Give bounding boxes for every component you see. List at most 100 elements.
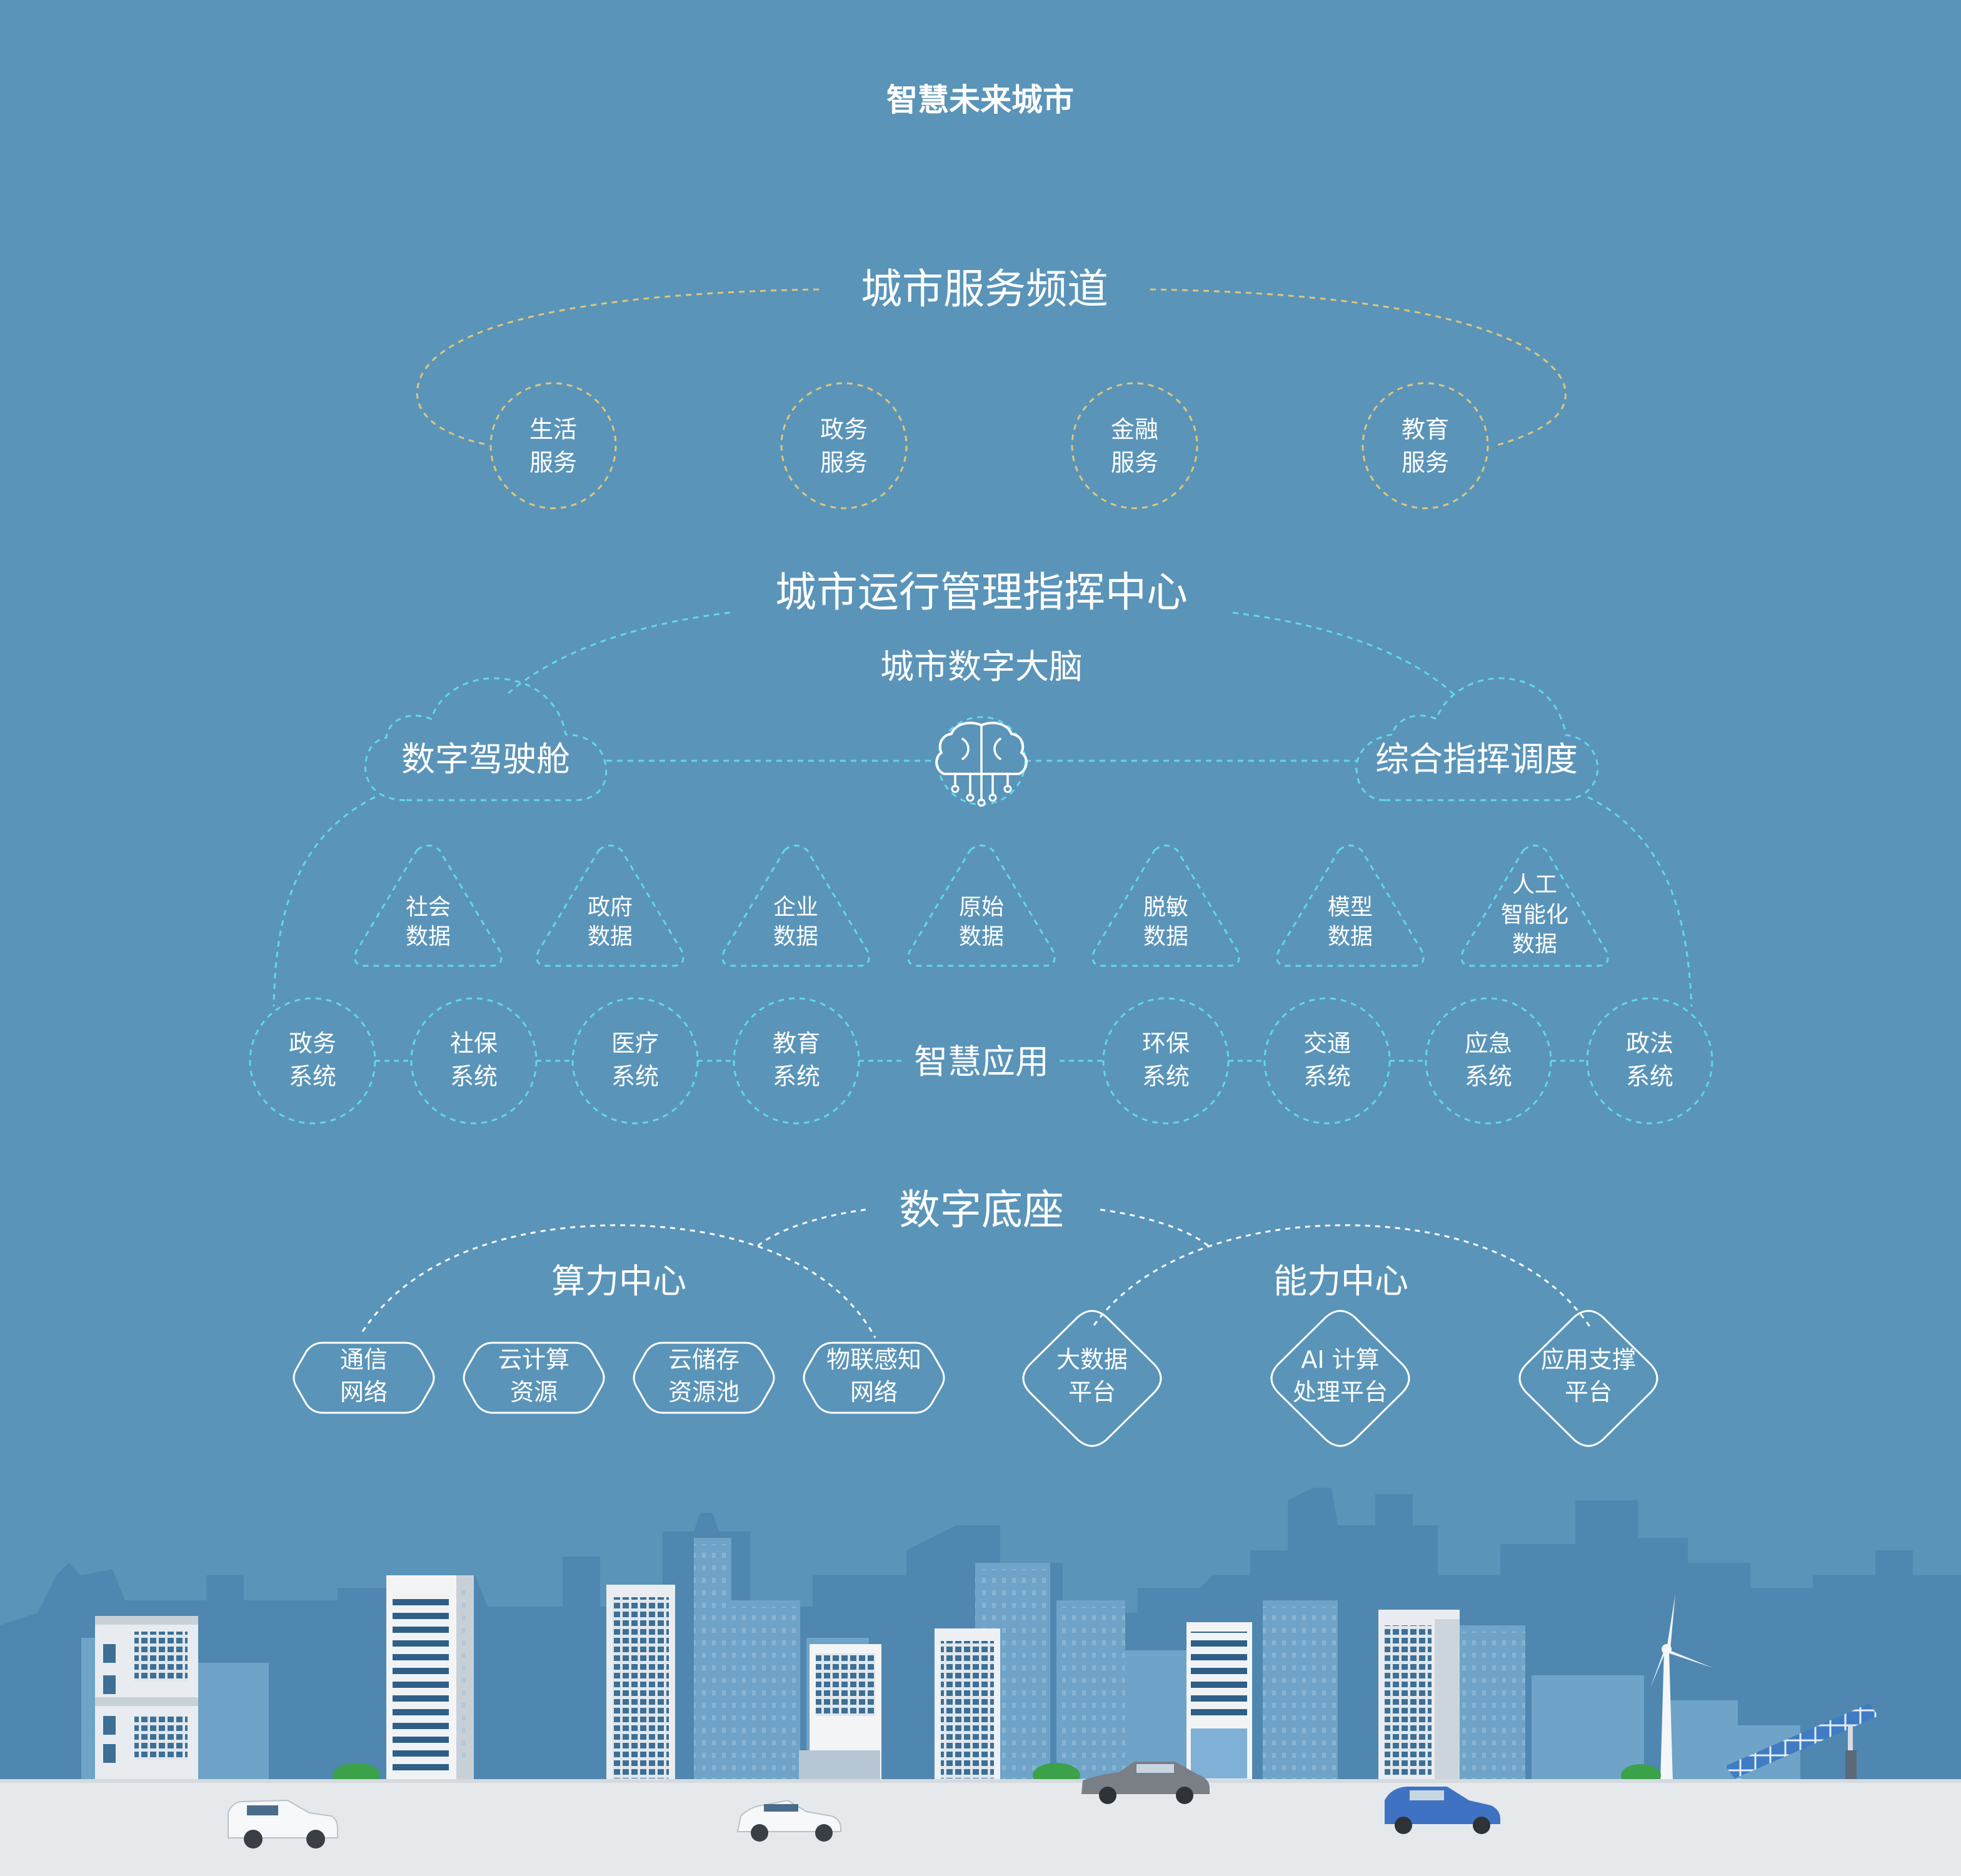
service-node: 生活 服务 xyxy=(489,382,617,509)
data-label: 企业 xyxy=(773,895,818,920)
data-label: 智能化 xyxy=(1501,902,1568,928)
data-label: 数据 xyxy=(1512,931,1557,957)
brain-title: 城市数字大脑 xyxy=(880,647,1083,686)
data-label: 数据 xyxy=(406,924,451,950)
data-label: 社会 xyxy=(406,895,451,920)
service-node-label: 政务 xyxy=(820,416,868,443)
data-triangle: 社会 数据 xyxy=(354,845,503,967)
dispatch-label: 综合指挥调度 xyxy=(1375,740,1578,779)
system-label: 系统 xyxy=(773,1063,820,1090)
service-node-label: 生活 xyxy=(529,416,577,443)
data-label: 数据 xyxy=(1143,924,1188,950)
base-arc xyxy=(1100,1208,1211,1248)
compute-label: 资源池 xyxy=(668,1378,740,1406)
data-triangle: 企业 数据 xyxy=(721,845,870,967)
data-label: 政府 xyxy=(588,895,633,920)
capability-label: 平台 xyxy=(1068,1378,1116,1406)
capability-center-title: 能力中心 xyxy=(1273,1262,1408,1301)
service-node: 金融 服务 xyxy=(1071,382,1198,509)
compute-label: 资源 xyxy=(510,1378,558,1406)
service-node-label: 服务 xyxy=(1402,449,1449,476)
car-icon xyxy=(228,1799,338,1848)
compute-node: 物联感知 网络 xyxy=(803,1342,945,1414)
compute-label: 云储存 xyxy=(668,1346,740,1373)
system-label: 政法 xyxy=(1626,1030,1673,1057)
data-label: 模型 xyxy=(1328,895,1373,920)
system-label: 社保 xyxy=(450,1030,498,1057)
compute-node: 通信 网络 xyxy=(293,1342,435,1414)
system-label: 系统 xyxy=(289,1063,336,1090)
car-icon xyxy=(736,1799,841,1842)
compute-label: 物联感知 xyxy=(826,1346,921,1373)
data-label: 数据 xyxy=(773,924,818,950)
compute-node: 云储存 资源池 xyxy=(633,1342,775,1414)
capability-label: 平台 xyxy=(1565,1378,1612,1406)
data-label: 数据 xyxy=(959,924,1004,950)
cockpit-label: 数字驾驶舱 xyxy=(401,740,570,779)
service-node: 教育 服务 xyxy=(1362,382,1489,509)
office-building xyxy=(799,1644,881,1782)
system-node: 应急 系统 xyxy=(1425,997,1552,1125)
data-triangle: 原始 数据 xyxy=(907,845,1056,967)
compute-label: 网络 xyxy=(340,1378,388,1406)
data-label: 原始 xyxy=(959,895,1004,920)
ground-curb xyxy=(0,1779,1961,1783)
command-arc xyxy=(1587,796,1693,1007)
system-label: 系统 xyxy=(1626,1063,1673,1090)
system-node: 教育 系统 xyxy=(733,997,860,1125)
office-building xyxy=(1378,1610,1460,1782)
data-label: 数据 xyxy=(1328,924,1373,950)
command-center-section: 城市运行管理指挥中心 城市数字大脑 数字驾驶舱 综合指挥调度 社会 数据 xyxy=(249,568,1713,1125)
system-label: 医疗 xyxy=(611,1030,659,1057)
system-node: 政务 系统 xyxy=(249,997,376,1125)
data-label: 脱敏 xyxy=(1143,895,1188,920)
command-arc xyxy=(1232,611,1455,695)
data-triangle: 人工 智能化 数据 xyxy=(1460,845,1609,967)
wind-turbine-icon xyxy=(1650,1594,1713,1782)
system-label: 系统 xyxy=(450,1063,498,1090)
system-node: 交通 系统 xyxy=(1263,997,1391,1125)
system-label: 政务 xyxy=(289,1030,336,1057)
office-building xyxy=(95,1616,198,1782)
capability-node: AI 计算 处理平台 xyxy=(1270,1310,1410,1447)
capability-label: 处理平台 xyxy=(1293,1378,1388,1406)
base-arc xyxy=(1093,1224,1592,1329)
system-node: 社保 系统 xyxy=(410,997,538,1125)
system-node: 医疗 系统 xyxy=(571,997,699,1125)
service-channel-section: 城市服务频道 生活 服务 政务 服务 金融 服务 教育 服务 xyxy=(416,265,1567,509)
system-node: 政法 系统 xyxy=(1586,997,1713,1125)
office-building xyxy=(386,1575,474,1782)
data-label: 数据 xyxy=(588,924,633,950)
system-label: 系统 xyxy=(1142,1063,1190,1090)
service-node-label: 服务 xyxy=(820,449,868,476)
smart-apps-label: 智慧应用 xyxy=(914,1042,1049,1081)
compute-center-title: 算力中心 xyxy=(551,1262,686,1301)
capability-label: 应用支撑 xyxy=(1541,1346,1636,1373)
car-icon xyxy=(1081,1762,1210,1804)
compute-label: 网络 xyxy=(850,1378,898,1406)
command-arc xyxy=(507,611,731,695)
compute-node: 云计算 资源 xyxy=(463,1342,605,1414)
car-icon xyxy=(1385,1787,1500,1834)
capability-label: 大数据 xyxy=(1056,1346,1128,1373)
command-arc xyxy=(273,796,376,1007)
dispatch-cloud: 综合指挥调度 xyxy=(1355,677,1599,801)
brain-circuit-icon xyxy=(935,716,1028,807)
cockpit-cloud: 数字驾驶舱 xyxy=(364,677,608,801)
service-ring xyxy=(1150,288,1567,446)
system-label: 应急 xyxy=(1465,1030,1512,1057)
system-label: 系统 xyxy=(611,1063,659,1090)
data-triangle: 政府 数据 xyxy=(536,845,685,967)
system-label: 系统 xyxy=(1303,1063,1351,1090)
service-node-label: 服务 xyxy=(1111,449,1158,476)
command-center-title: 城市运行管理指挥中心 xyxy=(775,568,1188,616)
background-windows xyxy=(694,1544,1525,1782)
system-label: 环保 xyxy=(1142,1030,1190,1057)
service-channel-title: 城市服务频道 xyxy=(861,265,1108,313)
service-node-label: 服务 xyxy=(529,449,577,476)
digital-base-title: 数字底座 xyxy=(899,1186,1064,1234)
capability-node: 应用支撑 平台 xyxy=(1518,1310,1658,1447)
system-label: 系统 xyxy=(1465,1063,1512,1090)
system-node: 环保 系统 xyxy=(1102,997,1230,1125)
compute-label: 通信 xyxy=(340,1346,388,1373)
